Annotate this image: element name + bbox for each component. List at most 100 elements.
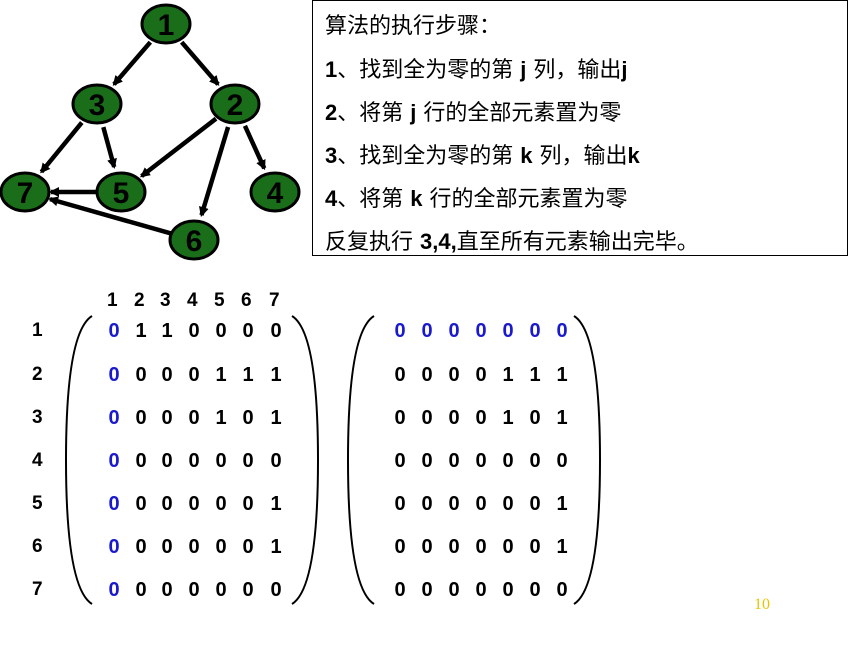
column-header: 6 [241,290,252,311]
column-header: 2 [134,290,145,311]
left-matrix-cell: 0 [215,320,227,342]
edge-3-to-5 [101,126,117,169]
right-matrix-right-paren [573,315,602,605]
algorithm-title: 算法的执行步骤： [325,14,502,39]
right-matrix-cell: 0 [448,407,460,429]
right-matrix-cell: 0 [529,407,541,429]
edge-1-to-3 [112,40,153,86]
left-matrix-cell: 0 [242,536,254,558]
left-matrix-cell: 0 [242,579,254,601]
right-matrix-cell: 0 [556,450,568,472]
algorithm-step-2: 2、将第 j 行的全部元素置为零 [325,100,622,126]
right-matrix-cell: 0 [421,320,433,342]
left-matrix-cell: 0 [215,450,227,472]
right-matrix-cell: 0 [394,536,406,558]
right-matrix-cell: 0 [448,579,460,601]
right-matrix-cell: 0 [502,579,514,601]
graph-node-4: 4 [249,171,301,213]
row-label: 5 [32,493,43,514]
left-matrix-cell: 0 [242,407,254,429]
left-matrix-cell: 1 [215,364,227,386]
row-label: 1 [32,320,43,341]
left-matrix-cell: 1 [161,320,173,342]
column-header: 1 [107,290,118,311]
right-matrix-cell: 0 [421,493,433,515]
right-matrix-left-paren [346,315,375,605]
right-matrix-cell: 0 [475,407,487,429]
left-matrix-cell: 0 [108,536,120,558]
left-matrix-cell: 0 [215,493,227,515]
left-matrix-cell: 0 [242,320,254,342]
left-matrix-cell: 0 [215,536,227,558]
right-matrix-cell: 0 [529,536,541,558]
edge-6-to-7 [48,196,172,236]
right-matrix-cell: 0 [475,364,487,386]
page-number: 10 [754,596,770,613]
graph-node-6: 6 [168,219,220,261]
left-matrix-cell: 0 [161,364,173,386]
column-header: 5 [214,290,225,311]
left-matrix-cell: 0 [270,320,282,342]
left-matrix-cell: 0 [188,450,200,472]
right-matrix-cell: 0 [448,493,460,515]
graph-node-label: 3 [89,89,106,122]
edge-2-to-4 [242,124,267,171]
right-matrix-cell: 0 [394,493,406,515]
left-matrix-left-paren [64,315,93,605]
right-matrix-cell: 0 [448,364,460,386]
left-matrix-cell: 0 [161,407,173,429]
right-matrix-cell: 0 [475,450,487,472]
right-matrix-cell: 0 [529,450,541,472]
right-matrix-cell: 0 [394,407,406,429]
right-matrix-cell: 0 [421,579,433,601]
left-matrix-cell: 1 [270,364,282,386]
graph-node-label: 5 [113,177,130,210]
column-header: 3 [160,290,171,311]
left-matrix-cell: 0 [188,364,200,386]
left-matrix-cell: 0 [108,579,120,601]
row-label: 4 [32,450,43,471]
graph-node-2: 2 [209,83,261,125]
right-matrix-cell: 1 [556,493,568,515]
left-matrix-cell: 0 [270,450,282,472]
right-matrix-cell: 0 [394,579,406,601]
left-matrix-cell: 0 [188,320,200,342]
left-matrix-cell: 0 [108,364,120,386]
right-matrix-cell: 0 [556,320,568,342]
right-matrix-cell: 0 [394,320,406,342]
left-matrix-cell: 0 [188,493,200,515]
left-matrix-cell: 0 [161,536,173,558]
left-matrix-cell: 0 [215,579,227,601]
graph-node-5: 5 [95,171,147,213]
graph-node-3: 3 [71,83,123,125]
row-label: 7 [32,579,43,600]
right-matrix-cell: 0 [502,450,514,472]
left-matrix-cell: 0 [242,493,254,515]
right-matrix-cell: 1 [502,407,514,429]
column-header: 7 [269,290,280,311]
left-matrix-cell: 0 [135,407,147,429]
left-matrix-cell: 0 [108,493,120,515]
left-matrix-cell: 0 [161,450,173,472]
left-matrix-cell: 0 [188,536,200,558]
algorithm-step-4: 4、将第 k 行的全部元素置为零 [325,186,628,212]
left-matrix-cell: 0 [188,407,200,429]
left-matrix-cell: 0 [161,579,173,601]
right-matrix-cell: 0 [529,320,541,342]
graph-node-label: 6 [186,225,203,258]
right-matrix-cell: 0 [529,493,541,515]
right-matrix-cell: 0 [475,493,487,515]
left-matrix-cell: 0 [161,493,173,515]
right-matrix-cell: 0 [475,320,487,342]
edge-2-to-5 [139,116,218,178]
left-matrix-cell: 1 [242,364,254,386]
left-matrix-right-paren [291,315,320,605]
row-label: 6 [32,536,43,557]
right-matrix-cell: 1 [556,407,568,429]
left-matrix-cell: 0 [135,364,147,386]
right-matrix-cell: 1 [502,364,514,386]
right-matrix-cell: 0 [502,493,514,515]
left-matrix-cell: 1 [270,536,282,558]
row-label: 3 [32,407,43,428]
